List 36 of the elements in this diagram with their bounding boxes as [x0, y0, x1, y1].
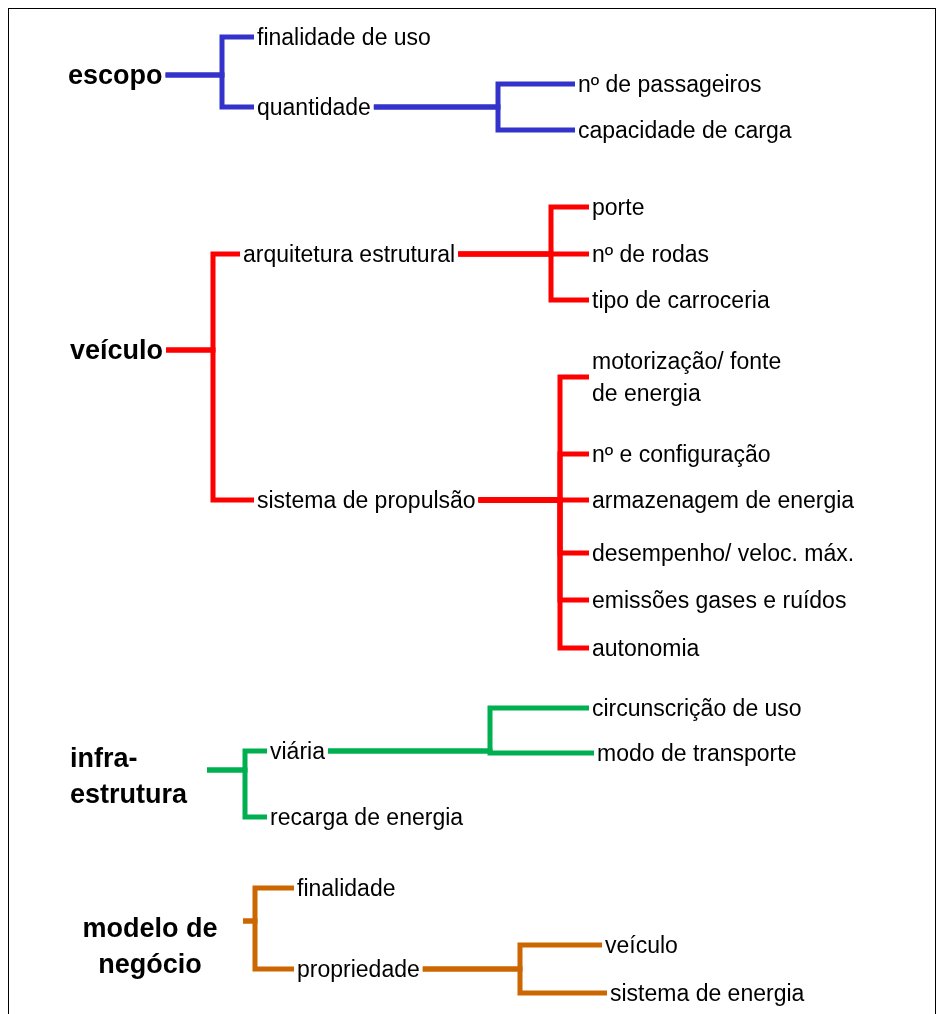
bracket-connector: [373, 104, 575, 133]
bracket-connector: [165, 72, 254, 110]
bracket-connector: [207, 767, 267, 820]
tree-label: veículo: [605, 928, 678, 962]
category-heading: infra- estrutura: [70, 739, 204, 813]
tree-label: finalidade: [297, 871, 396, 905]
bracket-connector: [327, 748, 594, 756]
tree-label: sistema de propulsão: [257, 483, 476, 517]
tree-label: emissões gases e ruídos: [592, 583, 847, 617]
tree-label: arquitetura estrutural: [243, 237, 456, 271]
tree-label: autonomia: [592, 631, 700, 665]
tree-label: recarga de energia: [270, 800, 464, 834]
bracket-connector: [166, 347, 254, 503]
tree-label: propriedade: [297, 952, 420, 986]
category-heading: modelo de negócio: [60, 909, 240, 983]
tree-label: nº de rodas: [592, 237, 710, 271]
bracket-connector: [243, 918, 294, 972]
tree-label: armazenagem de energia: [592, 483, 855, 517]
tree-label: motorização/ fonte de energia: [592, 344, 788, 410]
tree-label: desempenho/ veloc. máx.: [592, 536, 855, 570]
tree-label: finalidade de uso: [257, 20, 431, 54]
tree-label: tipo de carroceria: [592, 283, 770, 317]
category-heading: veículo: [70, 331, 164, 369]
bracket-connector: [478, 497, 589, 651]
bracket-connector: [422, 966, 607, 996]
tree-label: nº e configuração: [592, 437, 771, 471]
tree-label: nº de passageiros: [578, 67, 762, 101]
tree-label: sistema de energia: [610, 976, 805, 1010]
tree-label: porte: [592, 190, 645, 224]
bracket-connector: [458, 251, 589, 303]
category-heading: escopo: [68, 56, 163, 94]
tree-label: circunscrição de uso: [592, 691, 802, 725]
tree-label: quantidade: [257, 90, 371, 124]
tree-label: viária: [270, 734, 325, 768]
tree-label: capacidade de carga: [578, 113, 792, 147]
tree-label: modo de transporte: [597, 736, 797, 770]
